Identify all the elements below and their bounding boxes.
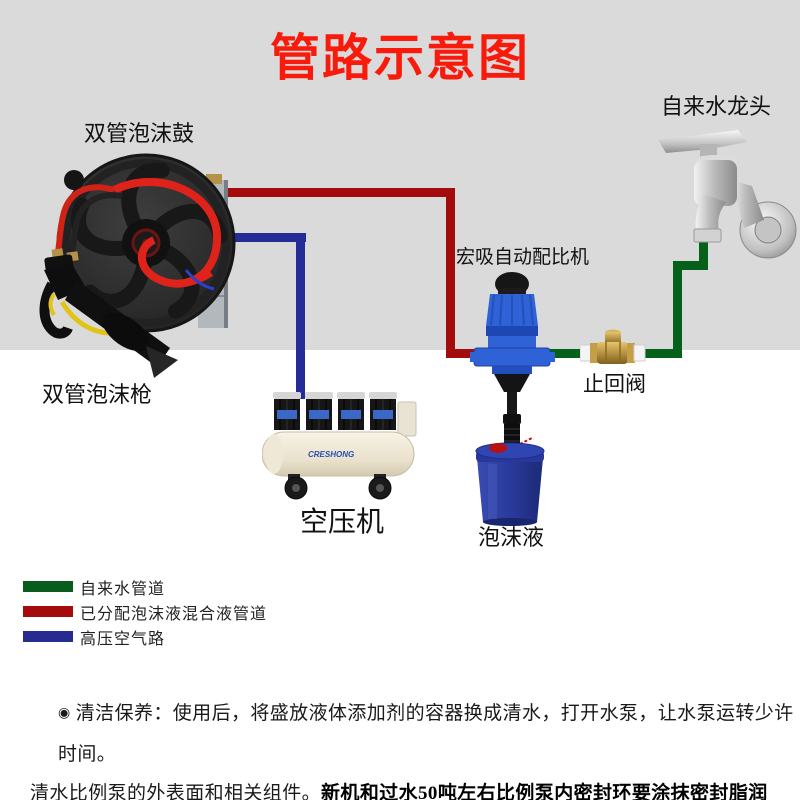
check-valve-image (580, 329, 646, 364)
label-faucet: 自来水龙头 (661, 94, 772, 119)
legend-label-mix: 已分配泡沫液混合液管道 (80, 605, 268, 623)
mix-pipe-horizontal-bottom (446, 349, 484, 358)
air-pipe-horizontal (216, 233, 306, 242)
hose-reel-and-gun-image (39, 153, 236, 378)
legend-swatch-air (23, 631, 73, 642)
notes-line2-normal: 清水比例泵的外表面和相关组件。 (30, 783, 322, 800)
maintenance-notes: ◉ 清洁保养：使用后，将盛放液体添加剂的容器换成清水，打开水泵，让水泵运转少许时… (30, 694, 796, 800)
legend-swatch-water (23, 581, 73, 592)
pipe-legend: 自来水管道 已分配泡沫液混合液管道 高压空气路 (23, 574, 267, 649)
water-pipe-jog (673, 261, 708, 270)
water-pipe-vertical (673, 261, 682, 358)
legend-label-water: 自来水管道 (80, 580, 166, 598)
air-pipe-vertical (296, 233, 305, 399)
notes-line2-bold: 新机和过水50吨左右比例泵内密封环要涂抹密封脂润滑。 (321, 783, 768, 800)
legend-swatch-mix (23, 606, 73, 617)
legend-row-water: 自来水管道 (23, 574, 267, 599)
mix-pipe-vertical (446, 188, 455, 358)
label-proportioner: 宏吸自动配比机 (456, 247, 590, 268)
foam-liquid-bucket-image (475, 442, 545, 526)
page-title: 管路示意图 (270, 30, 530, 86)
water-pipe-faucet-drop (699, 238, 708, 270)
legend-label-air: 高压空气路 (80, 630, 166, 648)
label-hose-reel: 双管泡沫鼓 (84, 121, 195, 146)
notes-line1-text: 清洁保养：使用后，将盛放液体添加剂的容器换成清水，打开水泵，让水泵运转少许时间。 (58, 703, 794, 765)
compressor-logo: CRESHONG (308, 450, 354, 459)
notes-line1: ◉ 清洁保养：使用后，将盛放液体添加剂的容器换成清水，打开水泵，让水泵运转少许时… (30, 694, 796, 774)
mix-pipe-horizontal-top (213, 188, 455, 197)
label-check-valve: 止回阀 (583, 373, 646, 396)
notes-line2: 清水比例泵的外表面和相关组件。新机和过水50吨左右比例泵内密封环要涂抹密封脂润滑… (30, 774, 796, 800)
air-compressor-image: CRESHONG (262, 392, 417, 500)
target-bullet-icon: ◉ (58, 706, 71, 721)
label-foam-gun: 双管泡沫枪 (42, 382, 153, 407)
proportioner-image (470, 272, 555, 463)
legend-row-air: 高压空气路 (23, 624, 267, 649)
legend-row-mix: 已分配泡沫液混合液管道 (23, 599, 267, 624)
label-foam-liquid: 泡沫液 (478, 525, 545, 550)
label-air-compressor: 空压机 (300, 506, 385, 537)
faucet-image (658, 130, 797, 259)
